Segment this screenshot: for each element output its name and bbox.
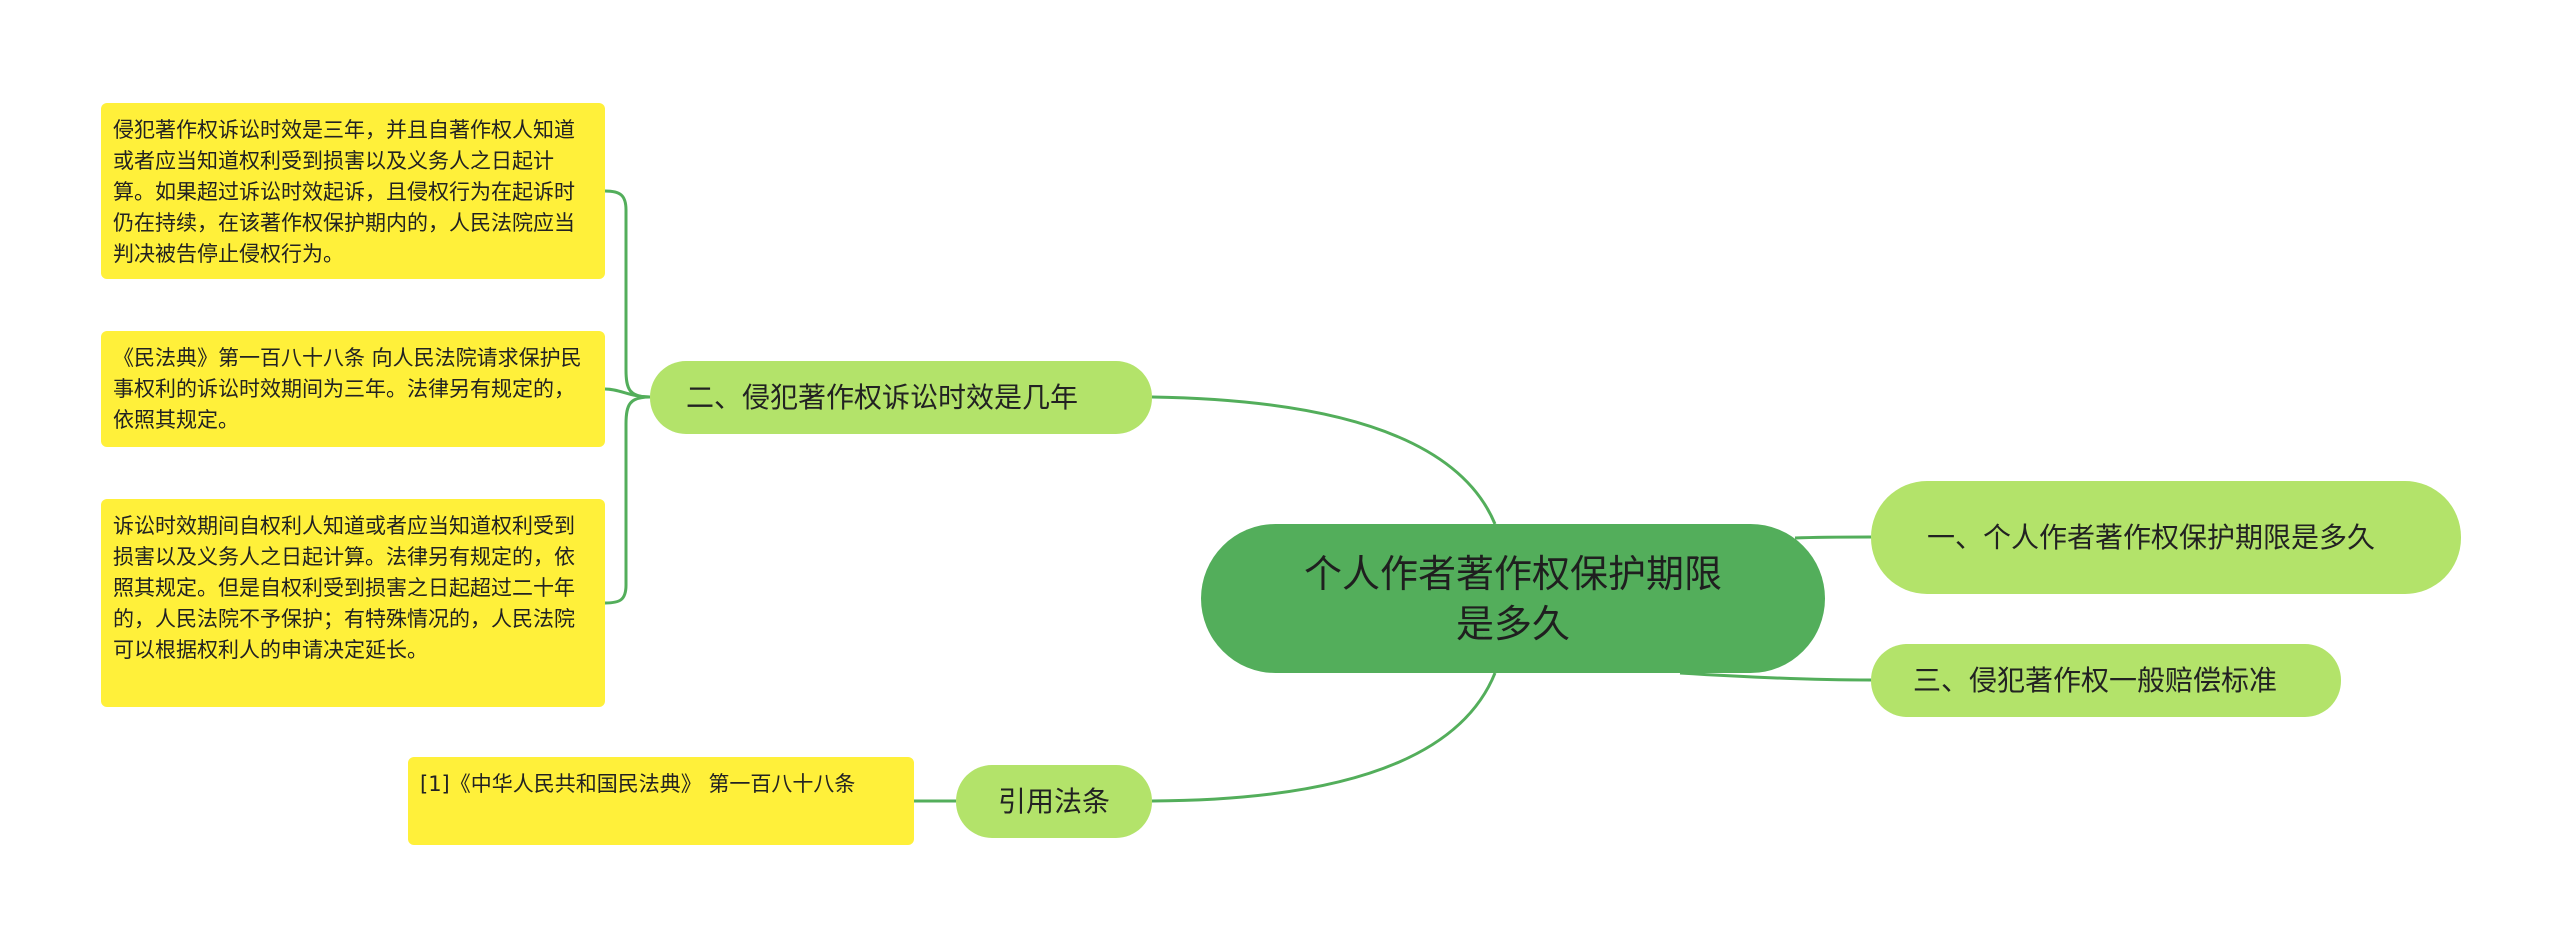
note-period-start[interactable]: 诉讼时效期间自权利人知道或者应当知道权利受到损害以及义务人之日起计算。法律另有规… <box>101 499 605 707</box>
branch-citation[interactable]: 引用法条 <box>956 765 1152 838</box>
branch-litigation-period-label: 二、侵犯著作权诉讼时效是几年 <box>686 380 1079 414</box>
note-text: 诉讼时效期间自权利人知道或者应当知道权利受到损害以及义务人之日起计算。法律另有规… <box>113 514 575 662</box>
branch-litigation-period[interactable]: 二、侵犯著作权诉讼时效是几年 <box>650 361 1152 434</box>
branch-compensation-label: 三、侵犯著作权一般赔偿标准 <box>1913 663 2278 697</box>
note-citation-reference[interactable]: [1]《中华人民共和国民法典》 第一百八十八条 <box>408 757 914 845</box>
note-text: [1]《中华人民共和国民法典》 第一百八十八条 <box>420 772 856 796</box>
branch-citation-label: 引用法条 <box>997 784 1110 818</box>
edge-litigation-leaf-2 <box>604 387 651 399</box>
edge-central-to-compensation <box>1679 671 1872 682</box>
note-text: 《民法典》第一百八十八条 向人民法院请求保护民事权利的诉讼时效期间为三年。法律另… <box>113 346 582 432</box>
edge-litigation-bracket <box>604 189 651 399</box>
branch-protection-period[interactable]: 一、个人作者著作权保护期限是多久 <box>1871 481 2461 594</box>
note-litigation-period[interactable]: 侵犯著作权诉讼时效是三年，并且自著作权人知道或者应当知道权利受到损害以及义务人之… <box>101 103 605 279</box>
note-civil-code-article[interactable]: 《民法典》第一百八十八条 向人民法院请求保护民事权利的诉讼时效期间为三年。法律另… <box>101 331 605 447</box>
central-topic[interactable]: 个人作者著作权保护期限是多久 <box>1201 524 1825 673</box>
branch-protection-period-label: 一、个人作者著作权保护期限是多久 <box>1927 520 2376 554</box>
central-topic-label: 个人作者著作权保护期限是多久 <box>1303 551 1722 646</box>
edge-litigation-leaf-3 <box>604 395 651 605</box>
edge-central-to-litigation <box>1151 395 1497 525</box>
edge-central-to-protection-period <box>1794 535 1872 540</box>
edge-central-to-citation <box>1151 672 1497 803</box>
note-text: 侵犯著作权诉讼时效是三年，并且自著作权人知道或者应当知道权利受到损害以及义务人之… <box>113 118 575 266</box>
branch-compensation[interactable]: 三、侵犯著作权一般赔偿标准 <box>1871 644 2341 717</box>
